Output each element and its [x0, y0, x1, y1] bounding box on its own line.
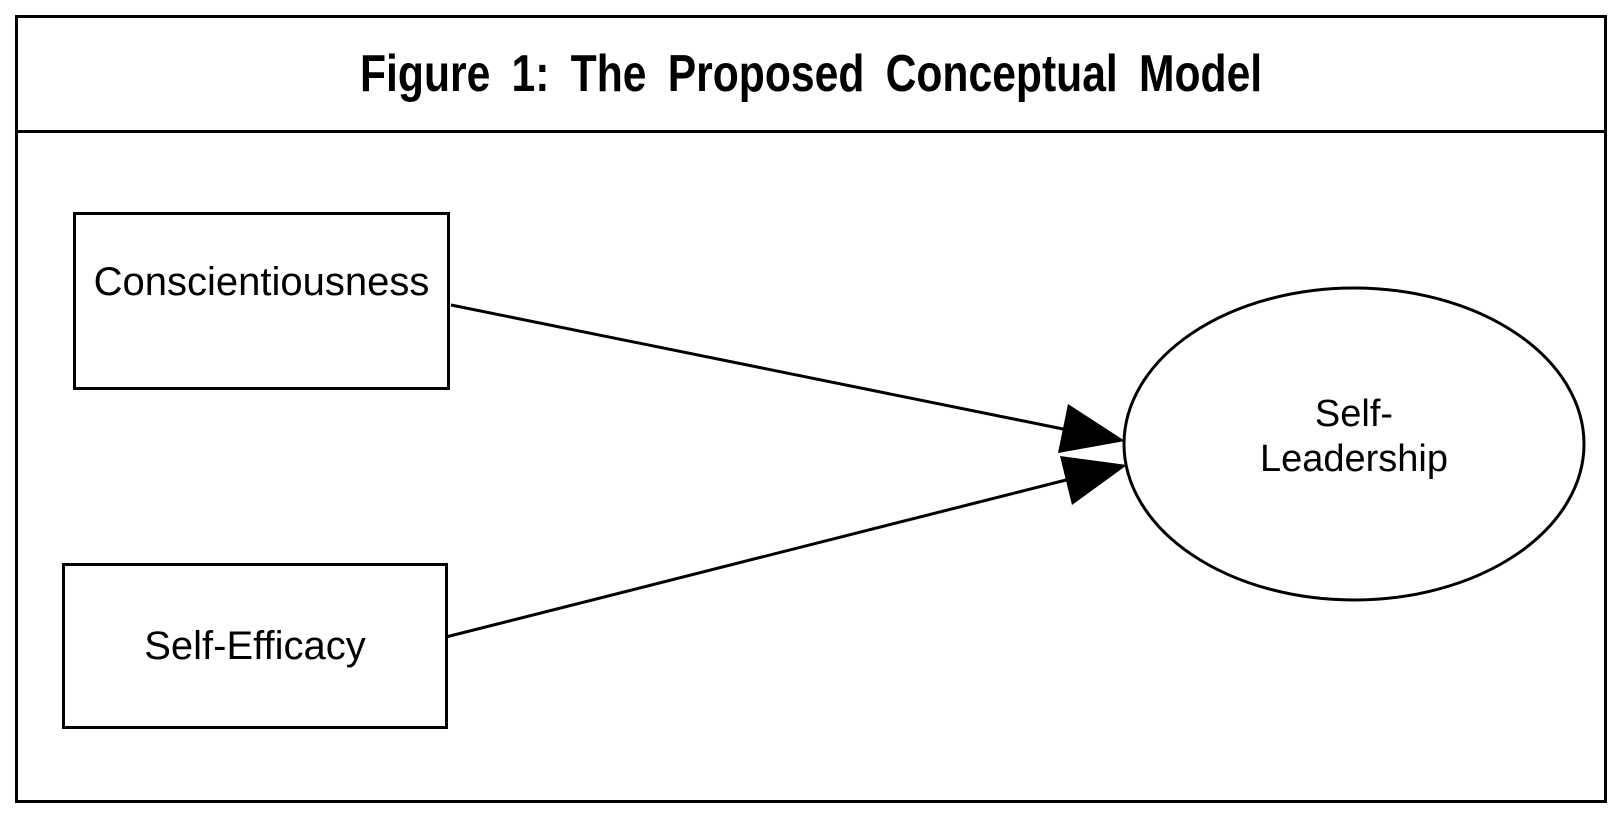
- figure-title-band: Figure 1: The Proposed Conceptual Model: [18, 18, 1604, 133]
- node-self-leadership-label-line2: Leadership: [1259, 438, 1449, 480]
- edge-line: [450, 303, 1069, 432]
- node-self-efficacy: Self-Efficacy: [62, 563, 448, 729]
- edge-self-efficacy-to-self-leadership: [445, 456, 1127, 639]
- arrowhead-icon: [1060, 456, 1127, 505]
- figure-title: Figure 1: The Proposed Conceptual Model: [359, 45, 1263, 103]
- edge-conscientiousness-to-self-leadership: [450, 303, 1125, 453]
- node-self-efficacy-label: Self-Efficacy: [144, 623, 366, 668]
- node-conscientiousness: Conscientiousness: [73, 212, 450, 390]
- node-self-leadership-label: Self- Leadership: [1154, 392, 1554, 482]
- node-self-leadership-ellipse: [1122, 286, 1586, 602]
- arrowhead-icon: [1058, 404, 1125, 453]
- edge-line: [445, 477, 1071, 639]
- node-conscientiousness-label: Conscientiousness: [93, 259, 430, 304]
- node-self-leadership-label-line1: Self-: [1314, 393, 1394, 435]
